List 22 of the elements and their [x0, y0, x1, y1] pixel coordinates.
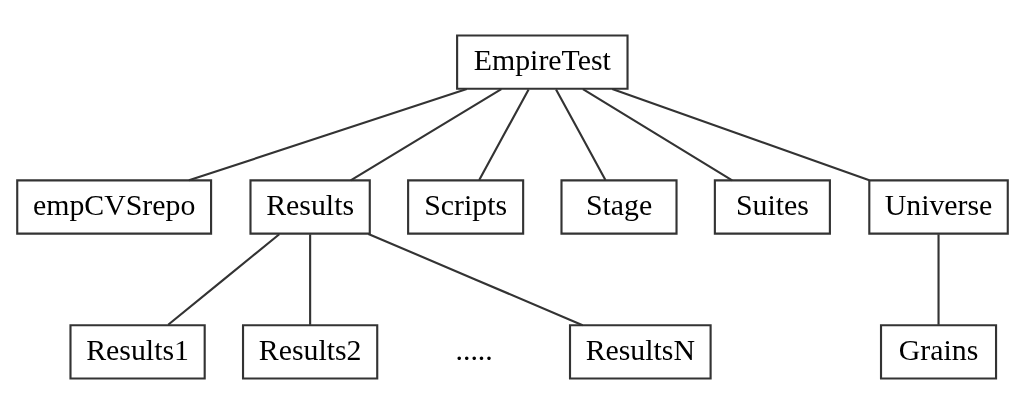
node-box: Scripts — [407, 179, 525, 235]
node-box: Stage — [560, 179, 678, 235]
node-box: Grains — [879, 324, 998, 380]
connector — [309, 234, 312, 325]
node-box: ResultsN — [568, 324, 712, 380]
connector — [188, 88, 468, 182]
node-box: EmpireTest — [456, 34, 629, 90]
node-box: Universe — [868, 179, 1009, 235]
connector — [350, 88, 502, 182]
node-box: Results — [249, 179, 371, 235]
label: ..... — [455, 332, 493, 366]
connector — [167, 233, 280, 326]
connector — [582, 88, 733, 182]
connector — [611, 88, 870, 182]
node-box: Results2 — [241, 324, 379, 380]
connector — [478, 88, 530, 181]
connector — [555, 88, 607, 181]
node-box: empCVSrepo — [16, 179, 213, 235]
node-box: Results1 — [69, 324, 206, 380]
connector — [367, 232, 584, 327]
node-box: Suites — [713, 179, 831, 235]
connector — [937, 234, 940, 325]
